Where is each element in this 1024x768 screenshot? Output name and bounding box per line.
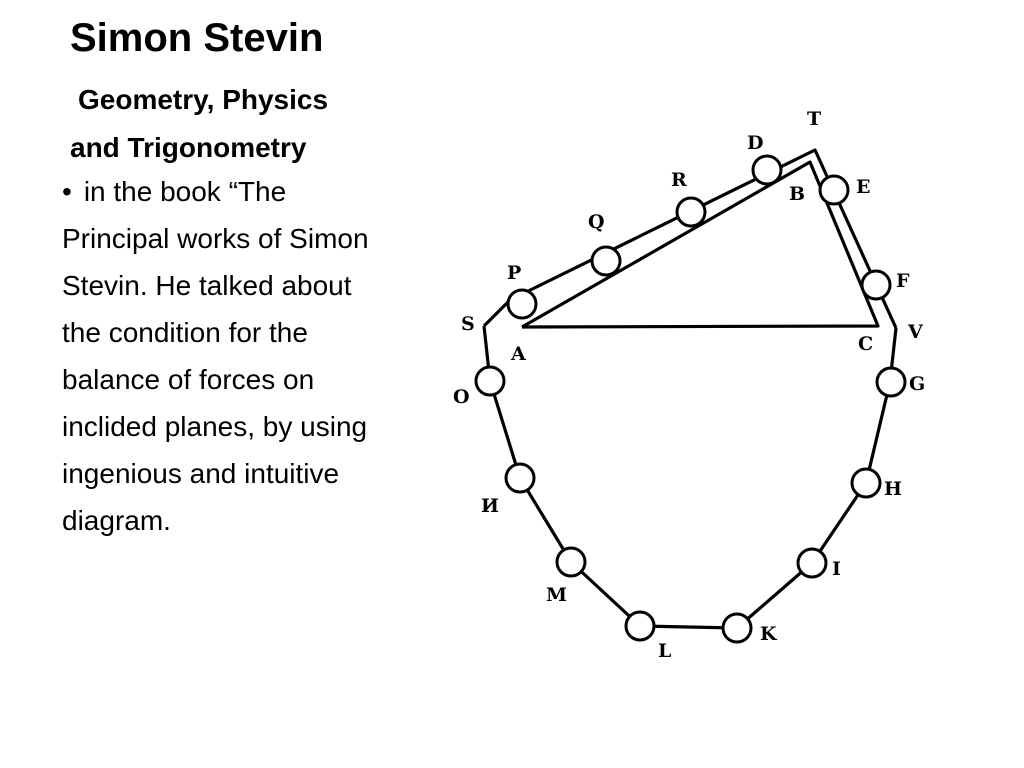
label-s: S: [461, 313, 475, 335]
ball-o: [474, 365, 506, 397]
point-labels: T D E R B Q F P S V A C O G И H M I L K: [453, 108, 925, 662]
ball-k: [721, 612, 753, 644]
bullet-marker: •: [62, 176, 72, 207]
ball-h: [850, 467, 882, 499]
subtitle-line-1: Geometry, Physics: [78, 84, 329, 115]
ball-f: [860, 269, 892, 301]
ball-p: [506, 288, 538, 320]
label-b: B: [789, 183, 805, 205]
triangle: [521, 160, 880, 329]
label-a: A: [510, 343, 526, 365]
label-r: R: [671, 169, 687, 191]
ball-n: [504, 462, 536, 494]
label-e: E: [856, 176, 870, 198]
chain-lower-loop: [482, 325, 898, 630]
label-d: D: [747, 132, 763, 154]
bullet-text: in the book “The Principal works of Simo…: [62, 176, 369, 536]
ball-g: [875, 366, 907, 398]
label-h: H: [884, 478, 902, 500]
bullet-point: •in the book “The Principal works of Sim…: [62, 168, 382, 544]
ball-e: [818, 174, 850, 206]
slide-subtitle: Geometry, Physics and Trigonometry: [70, 76, 328, 172]
label-o: O: [453, 386, 470, 408]
label-i: I: [832, 558, 841, 580]
ball-chain: [482, 148, 898, 630]
label-v: V: [907, 321, 924, 343]
chain-upper-segment: [482, 148, 898, 329]
label-n: И: [481, 495, 499, 517]
label-m: M: [546, 584, 567, 606]
label-q: Q: [588, 211, 605, 233]
label-k: K: [760, 623, 778, 645]
chain-balls: [474, 154, 907, 644]
ball-d: [751, 154, 783, 186]
triangle-outline: [521, 160, 880, 329]
ball-q: [590, 245, 622, 277]
slide-title: Simon Stevin: [70, 16, 324, 60]
subtitle-line-2: and Trigonometry: [70, 132, 307, 163]
stevin-inclined-plane-diagram: T D E R B Q F P S V A C O G И H M I L K: [453, 108, 925, 662]
ball-m: [555, 546, 587, 578]
ball-l: [624, 610, 656, 642]
ball-i: [796, 547, 828, 579]
label-p: P: [507, 262, 521, 284]
label-l: L: [658, 640, 671, 662]
label-c: C: [858, 333, 873, 355]
ball-r: [675, 196, 707, 228]
label-f: F: [896, 270, 910, 292]
label-t: T: [807, 108, 821, 130]
label-g: G: [909, 373, 925, 395]
